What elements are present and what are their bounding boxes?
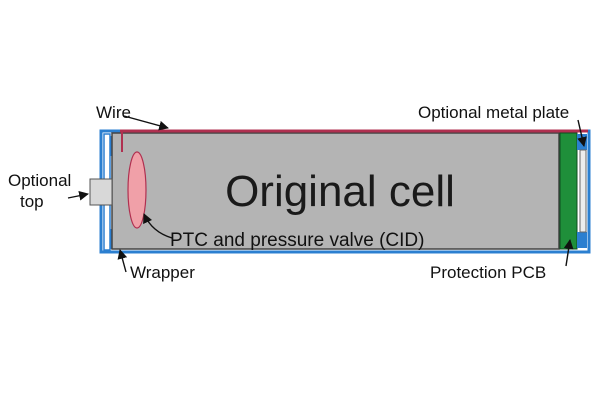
label-ptc: PTC and pressure valve (CID)	[170, 230, 424, 251]
arrow-wire	[123, 115, 169, 131]
arrow-metal-plate	[577, 119, 587, 147]
label-wire: Wire	[96, 103, 131, 122]
protection-pcb	[559, 132, 578, 250]
label-optional-top-2: top	[20, 192, 44, 211]
label-wrapper: Wrapper	[130, 263, 195, 282]
wrapper-right-bottom-block	[577, 232, 587, 248]
label-pcb: Protection PCB	[430, 263, 546, 282]
label-metal-plate: Optional metal plate	[418, 103, 569, 122]
arrow-ptc	[143, 213, 173, 239]
cell-title: Original cell	[225, 167, 455, 216]
optional-metal-plate	[579, 149, 587, 233]
arrow-wrapper	[117, 249, 128, 273]
arrow-optional-top	[67, 190, 89, 201]
optional-top-cap	[89, 178, 113, 206]
arrow-pcb	[563, 239, 574, 267]
ptc-element	[127, 151, 147, 229]
label-optional-top-1: Optional	[8, 171, 71, 190]
